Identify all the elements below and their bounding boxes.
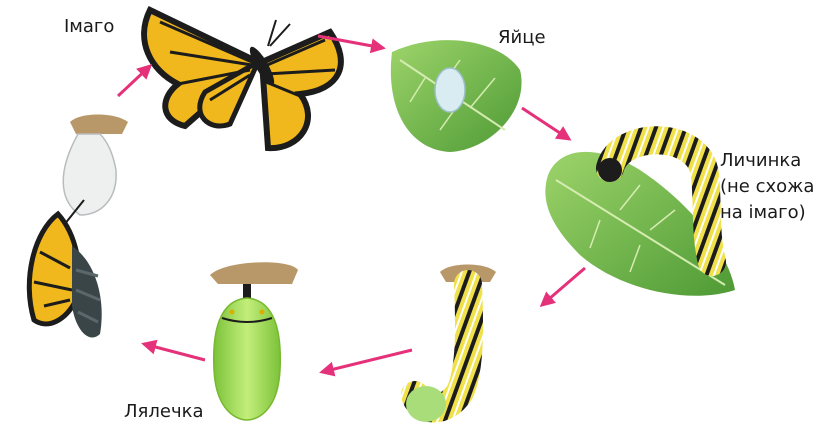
label-pupa: Лялечка [124,400,203,424]
arrow-emerging-to-imago [118,66,150,96]
butterfly-icon [144,10,341,148]
egg-on-leaf-icon [391,40,522,152]
label-imago: Імаго [64,15,114,39]
caterpillar-on-leaf-icon [545,140,735,295]
chrysalis-icon [210,262,298,420]
label-larva: Личинка (не схожа на імаго) [720,149,814,227]
arrow-hanging-to-pupa [322,350,412,372]
arrow-pupa-to-emerging [144,344,205,360]
label-larva-line-3: на імаго) [720,201,814,227]
emerging-butterfly-icon [29,115,128,338]
label-larva-line-1: Личинка [720,149,814,175]
arrow-egg-to-larva [522,108,569,139]
arrow-larva-to-hanging [542,268,585,305]
label-egg: Яйце [498,26,546,50]
label-larva-line-2: (не схожа [720,175,814,201]
hanging-caterpillar-icon [406,265,496,423]
